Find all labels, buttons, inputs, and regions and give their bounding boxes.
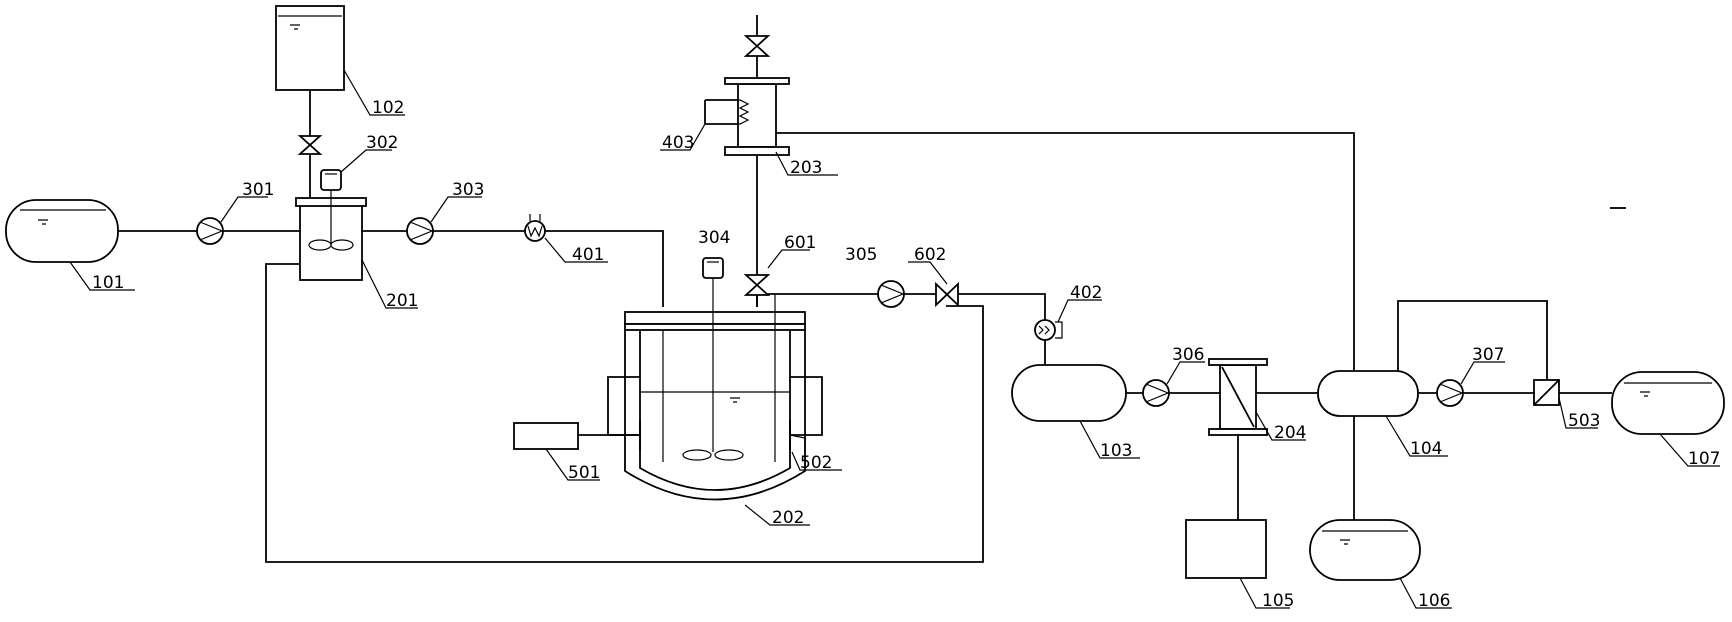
label-403: 403 <box>662 133 694 153</box>
valve-602: 602 <box>908 245 959 308</box>
label-201: 201 <box>386 291 418 311</box>
pump-303: 303 <box>406 180 484 245</box>
controller-501: 501 502 <box>513 422 842 483</box>
pump-301: 301 <box>196 180 274 245</box>
tank-103: 103 <box>1011 364 1140 461</box>
label-503: 503 <box>1568 411 1600 431</box>
label-401: 401 <box>572 245 604 265</box>
label-601: 601 <box>784 233 816 253</box>
flowmeter-401: 401 <box>524 214 608 265</box>
label-301: 301 <box>242 180 274 200</box>
pump-306: 306 <box>1142 345 1205 407</box>
motor-302: 302 <box>320 133 398 191</box>
tank-107: 107 <box>1611 371 1725 469</box>
tank-101: 101 <box>5 199 135 293</box>
motor-304: 304 <box>698 228 730 279</box>
heater-402: 402 <box>1034 283 1102 341</box>
label-307: 307 <box>1472 345 1504 365</box>
label-105: 105 <box>1262 591 1294 611</box>
label-104: 104 <box>1410 439 1442 459</box>
pump-305: 305 <box>845 245 905 308</box>
label-204: 204 <box>1274 423 1306 443</box>
label-107: 107 <box>1688 449 1720 469</box>
label-502: 502 <box>800 453 832 473</box>
label-302: 302 <box>366 133 398 153</box>
pump-307: 307 <box>1436 345 1505 407</box>
sensor-503: 503 <box>1533 379 1600 431</box>
label-305: 305 <box>845 245 877 265</box>
label-402: 402 <box>1070 283 1102 303</box>
valve-102 <box>297 135 323 155</box>
label-303: 303 <box>452 180 484 200</box>
label-106: 106 <box>1418 591 1450 611</box>
condenser-203: 403 203 <box>660 77 838 178</box>
label-501: 501 <box>568 463 600 483</box>
tank-104: 104 <box>1317 370 1448 459</box>
label-306: 306 <box>1172 345 1204 365</box>
tank-106: 106 <box>1309 519 1452 611</box>
label-202: 202 <box>772 508 804 528</box>
label-203: 203 <box>790 158 822 178</box>
piping <box>118 15 1626 563</box>
tank-105: 105 <box>1185 519 1294 611</box>
label-101: 101 <box>92 273 124 293</box>
label-103: 103 <box>1100 441 1132 461</box>
valve-top <box>743 35 771 57</box>
tank-102: 102 <box>275 5 405 118</box>
valve-601: 601 <box>743 233 816 296</box>
filter-204: 204 <box>1208 358 1306 443</box>
reactor-202: 202 <box>607 278 823 528</box>
label-602: 602 <box>914 245 946 265</box>
label-304: 304 <box>698 228 730 248</box>
mixer-201: 201 <box>295 190 418 311</box>
label-102: 102 <box>372 98 404 118</box>
